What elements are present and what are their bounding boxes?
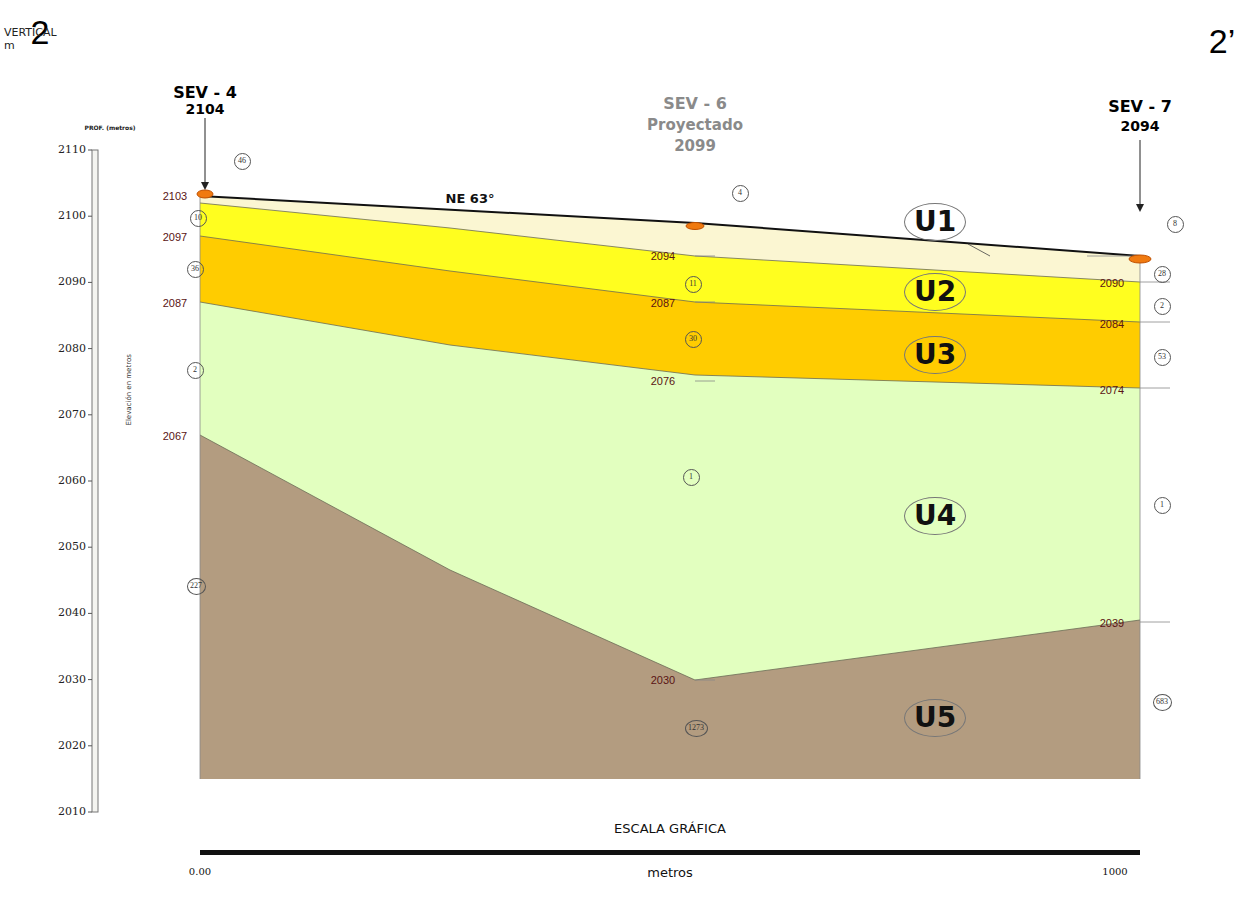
axis-value: 2060 [58, 475, 86, 487]
resistivity-circle: 2 [187, 362, 204, 379]
axis-tick [88, 679, 92, 680]
elevation-mark: 2074 [1100, 384, 1124, 396]
resistivity-circle: 36 [187, 261, 204, 278]
resistivity-value: 28 [1158, 270, 1166, 278]
resistivity-circle: 10 [190, 210, 207, 227]
axis-tick [88, 150, 92, 151]
resistivity-circle: 1 [1154, 497, 1171, 514]
resistivity-value: 2 [1160, 302, 1164, 310]
scale-value: 1000 [1102, 866, 1127, 877]
axis-title: m [4, 40, 15, 52]
resistivity-circle: 8 [1167, 216, 1184, 233]
layers [200, 196, 1170, 779]
scale-bar [200, 850, 1140, 855]
resistivity-circle: 53 [1154, 349, 1171, 366]
axis-value: 2080 [58, 343, 86, 355]
axis-value: 2030 [58, 674, 86, 686]
resistivity-value: 1273 [688, 724, 704, 732]
resistivity-value: 11 [689, 280, 697, 288]
resistivity-value: 30 [689, 335, 697, 343]
axis-value: 2100 [58, 210, 86, 222]
elevation-mark: 2030 [651, 674, 675, 686]
unit-label: U2 [914, 278, 956, 306]
axis-tick [88, 414, 92, 415]
axis-value: 2050 [58, 541, 86, 553]
axis-value: 2090 [58, 276, 86, 288]
elevation-axis [88, 150, 98, 812]
unit-label: U3 [914, 341, 956, 369]
resistivity-circle: 683 [1153, 694, 1172, 711]
unit-ellipse: U1 [904, 203, 966, 241]
axis-value: 2070 [58, 409, 86, 421]
resistivity-circle: 30 [685, 331, 702, 348]
sev-elevation: 2099 [674, 138, 716, 155]
elevation-mark: 2039 [1100, 617, 1124, 629]
resistivity-value: 1 [689, 473, 693, 481]
resistivity-circle: 4 [732, 185, 749, 202]
unit-ellipse: U3 [904, 336, 966, 374]
resistivity-value: 36 [191, 265, 199, 273]
axis-value: 2110 [58, 144, 86, 156]
resistivity-circle: 1 [683, 469, 700, 486]
axis-unit: PROF. (metros) [84, 125, 135, 132]
resistivity-circle: 1273 [685, 720, 708, 737]
axis-tick [88, 282, 92, 283]
sev-name: SEV - 7 [1108, 98, 1172, 116]
scale-title: ESCALA GRÁFICA [614, 822, 726, 836]
sev-note: Proyectado [647, 117, 743, 134]
axis-title: VERTICAL [4, 27, 57, 39]
resistivity-value: 10 [194, 214, 202, 222]
axis-value: 2040 [58, 607, 86, 619]
section-end: 2’ [1209, 23, 1235, 60]
scale-unit: metros [647, 866, 693, 880]
axis-tick [88, 745, 92, 746]
sev-markers [197, 118, 1151, 263]
resistivity-value: 8 [1173, 220, 1177, 228]
unit-label: U1 [914, 208, 956, 236]
resistivity-circle: 2 [1154, 298, 1171, 315]
resistivity-value: 53 [1158, 353, 1166, 361]
resistivity-value: 4 [738, 189, 742, 197]
unit-label: U5 [914, 704, 956, 732]
resistivity-value: 2 [193, 366, 197, 374]
axis-tick [88, 348, 92, 349]
resistivity-circle: 227 [187, 578, 206, 595]
elevation-mark: 2087 [163, 297, 187, 309]
axis-value: 2010 [58, 806, 86, 818]
direction-label: NE 63° [446, 192, 495, 206]
elevation-mark: 2097 [163, 231, 187, 243]
axis-tick [88, 481, 92, 482]
resistivity-value: 46 [238, 157, 246, 165]
sev-name: SEV - 4 [173, 84, 237, 102]
unit-ellipse: U5 [904, 699, 966, 737]
unit-label: U4 [914, 502, 956, 530]
elevation-mark: 2084 [1100, 318, 1124, 330]
sev-elevation: 2094 [1121, 119, 1160, 134]
sev-elevation: 2104 [186, 102, 225, 117]
resistivity-value: 683 [1156, 698, 1168, 706]
elevation-mark: 2087 [651, 297, 675, 309]
resistivity-value: 1 [1160, 501, 1164, 509]
resistivity-circle: 28 [1154, 266, 1171, 283]
axis-title: Elevación en metros [126, 354, 134, 425]
elevation-mark: 2067 [163, 430, 187, 442]
unit-ellipse: U4 [904, 497, 966, 535]
resistivity-circle: 46 [234, 153, 251, 170]
axis-value: 2020 [58, 740, 86, 752]
elevation-mark: 2094 [651, 250, 675, 262]
resistivity-circle: 11 [685, 276, 702, 293]
resistivity-value: 227 [190, 582, 202, 590]
elevation-mark: 2090 [1100, 277, 1124, 289]
axis-tick [88, 547, 92, 548]
axis-tick [88, 812, 92, 813]
axis-tick [88, 216, 92, 217]
axis-tick [88, 613, 92, 614]
unit-ellipse: U2 [904, 273, 966, 311]
elevation-mark: 2076 [651, 375, 675, 387]
elevation-mark: 2103 [163, 190, 187, 202]
sev-name: SEV - 6 [663, 95, 727, 113]
scale-value: 0.00 [189, 866, 211, 877]
